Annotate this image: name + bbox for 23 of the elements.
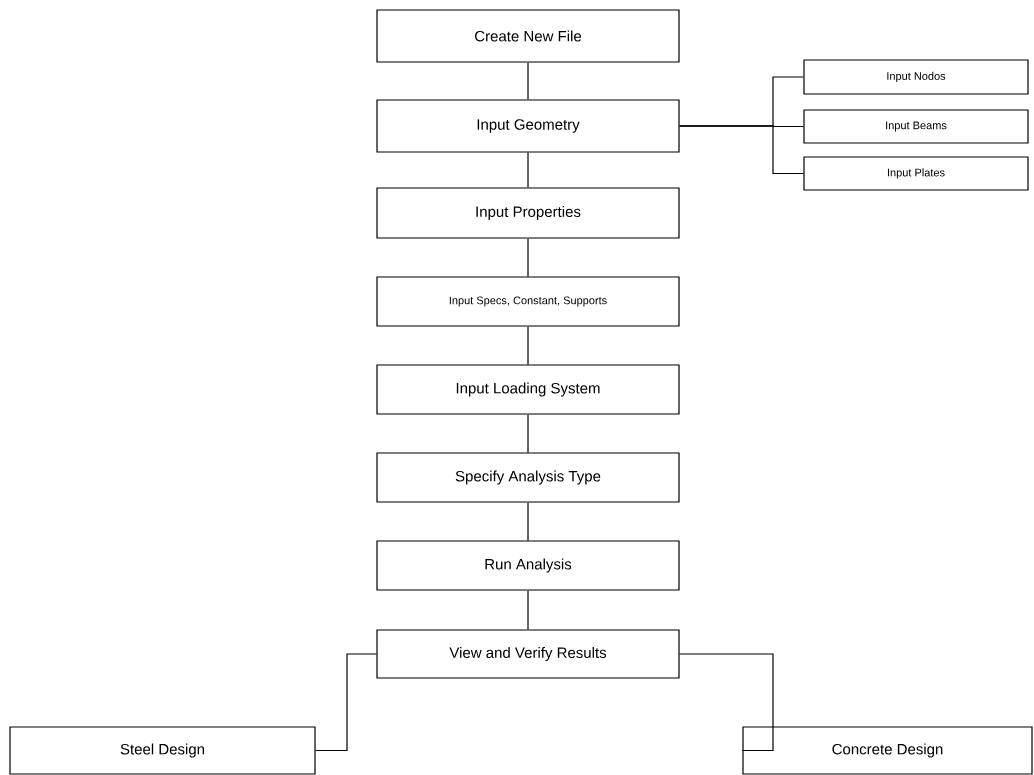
connector-line xyxy=(315,653,377,752)
process-box: View and Verify Results xyxy=(376,629,680,679)
process-box: Input Nodos xyxy=(803,59,1029,95)
process-box: Input Specs, Constant, Supports xyxy=(376,276,680,327)
connector-line xyxy=(527,238,529,277)
connector-line xyxy=(527,414,529,453)
connector-line xyxy=(679,653,774,752)
connector-line xyxy=(527,590,529,630)
connector-line xyxy=(527,326,529,365)
process-box: Create New File xyxy=(376,9,680,63)
process-box: Steel Design xyxy=(9,726,316,775)
process-box: Input Geometry xyxy=(376,99,680,153)
process-box: Input Beams xyxy=(803,109,1029,144)
process-box: Run Analysis xyxy=(376,540,680,591)
connector-line xyxy=(527,62,529,100)
process-box: Input Plates xyxy=(803,156,1029,191)
connector-line xyxy=(527,152,529,188)
process-box: Input Loading System xyxy=(376,364,680,415)
process-box: Concrete Design xyxy=(742,726,1033,775)
connector-line xyxy=(679,125,804,175)
process-box: Input Properties xyxy=(376,187,680,239)
connector-line xyxy=(527,502,529,541)
process-box: Specify Analysis Type xyxy=(376,452,680,503)
